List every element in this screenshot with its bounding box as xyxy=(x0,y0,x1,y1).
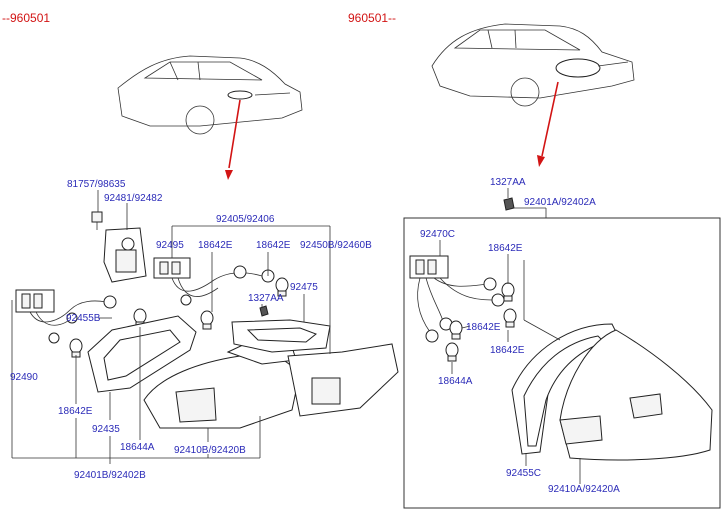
wiring-harness-92470C xyxy=(409,255,505,343)
label-92410A-92420A: 92410A/92420A xyxy=(548,484,620,495)
label-92455C: 92455C xyxy=(506,468,541,479)
label-18642E-b: 18642E xyxy=(256,240,291,251)
bulb-right-1 xyxy=(501,282,515,302)
bulb-right-3 xyxy=(449,320,463,340)
car-right xyxy=(431,23,635,107)
bulb-right-4 xyxy=(445,342,459,362)
label-1327AA-right: 1327AA xyxy=(490,177,526,188)
lamp-housing-92410A xyxy=(559,329,713,461)
lens-92460B xyxy=(287,343,399,417)
label-18644A-left: 18644A xyxy=(120,442,155,453)
leader-lines-left xyxy=(11,190,331,464)
header-right: 960501-- xyxy=(348,11,396,25)
arrow-left xyxy=(225,99,241,180)
label-92495: 92495 xyxy=(156,240,184,251)
bulb-left-3 xyxy=(200,310,214,330)
clip-part-1327AA-left xyxy=(259,305,269,317)
label-92490: 92490 xyxy=(10,372,38,383)
arrow-right xyxy=(537,81,559,167)
label-92475: 92475 xyxy=(290,282,318,293)
gasket-92450B xyxy=(231,319,331,353)
clip-part-81757 xyxy=(91,211,103,230)
label-18642E-f: 18642E xyxy=(490,345,525,356)
label-92481-92482: 92481/92482 xyxy=(104,193,163,204)
label-18642E-a: 18642E xyxy=(198,240,233,251)
label-92435: 92435 xyxy=(92,424,120,435)
label-92401B-92402B: 92401B/92402B xyxy=(74,470,146,481)
gasket-92455B xyxy=(87,315,197,393)
wiring-harness-92490 xyxy=(15,289,117,344)
right-assembly-frame xyxy=(403,217,721,509)
label-92450B-92460B: 92450B/92460B xyxy=(300,240,372,251)
label-92405-92406: 92405/92406 xyxy=(216,214,275,225)
bulb-left-2 xyxy=(69,338,83,358)
socket-cover-92481 xyxy=(103,227,147,283)
bulb-right-2 xyxy=(503,308,517,328)
bulb-left-4 xyxy=(275,277,289,297)
label-92401A-92402A: 92401A/92402A xyxy=(524,197,596,208)
wiring-harness-92495 xyxy=(153,257,275,306)
label-81757-98635: 81757/98635 xyxy=(67,179,126,190)
car-left xyxy=(117,55,303,135)
label-18642E-e: 18642E xyxy=(466,322,501,333)
label-18644A-right: 18644A xyxy=(438,376,473,387)
label-92470C: 92470C xyxy=(420,229,455,240)
label-92455B: 92455B xyxy=(66,313,101,324)
header-left: --960501 xyxy=(2,11,50,25)
label-92410B-92420B: 92410B/92420B xyxy=(174,445,246,456)
label-18642E-d: 18642E xyxy=(488,243,523,254)
label-1327AA-left: 1327AA xyxy=(248,293,284,304)
label-18642E-c: 18642E xyxy=(58,406,93,417)
leader-lines-right xyxy=(439,188,581,484)
